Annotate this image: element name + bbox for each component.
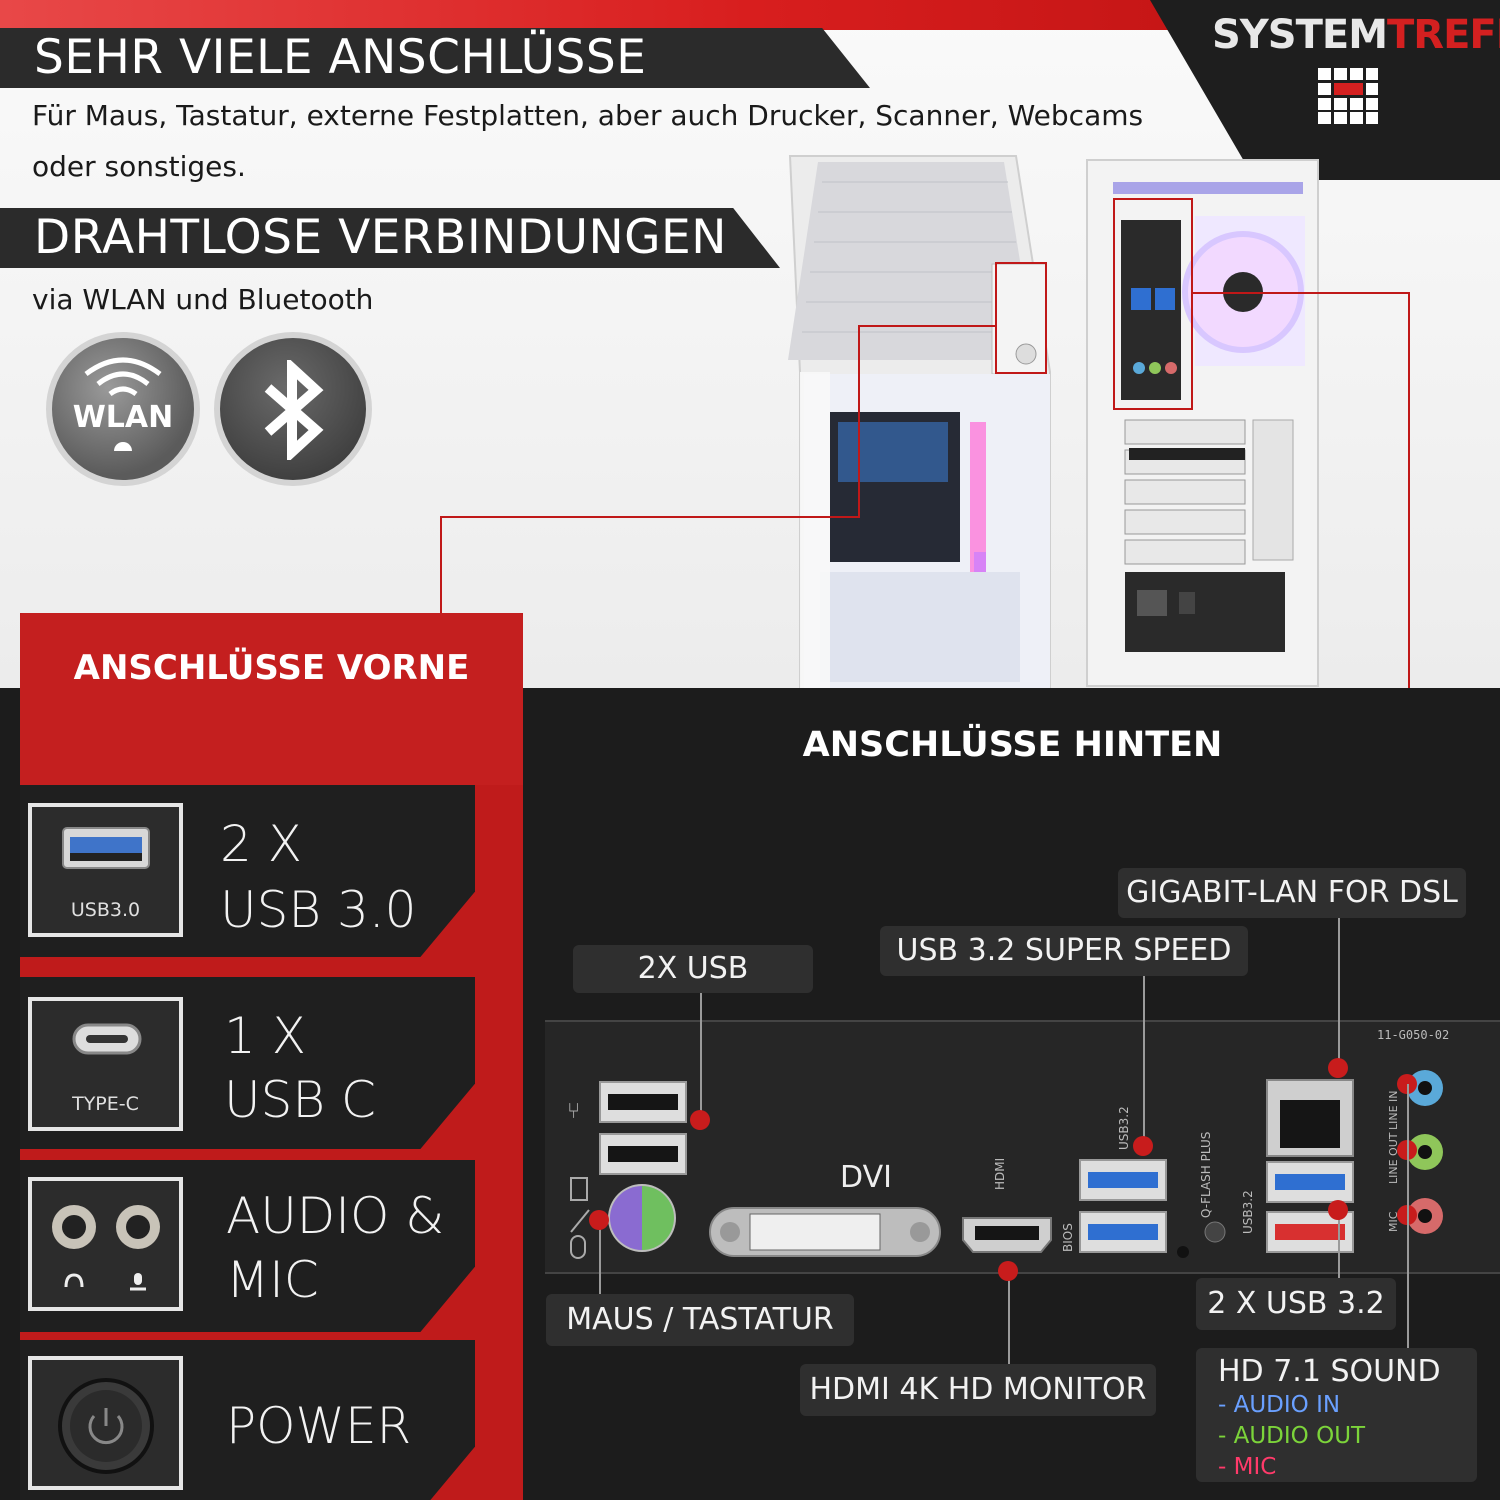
- usb-port-icon: [62, 827, 150, 869]
- pc-case-back-image: [1086, 159, 1319, 687]
- callout-line-front-a: [858, 325, 995, 327]
- panel-label-part-number: 11-G050-02: [1377, 1028, 1450, 1042]
- panel-label-hdmi: HDMI: [993, 1157, 1007, 1190]
- sound-audio-out: - AUDIO OUT: [1218, 1423, 1366, 1449]
- front-ports-highlight: [995, 262, 1047, 374]
- description-anschluesse: Für Maus, Tastatur, externe Festplatten,…: [32, 99, 1144, 183]
- panel-label-usb32-b: USB3.2: [1241, 1190, 1255, 1234]
- wlan-badge: WLAN: [46, 332, 200, 486]
- power-button-icon: [58, 1378, 154, 1474]
- front-ports-title: ANSCHLÜSSE VORNE: [73, 648, 470, 688]
- sound-audio-in: - AUDIO IN: [1218, 1392, 1341, 1418]
- callout-dot-hdmi: [998, 1261, 1018, 1281]
- wifi-icon: [84, 357, 162, 397]
- panel-label-line-in: LINE IN: [1387, 1090, 1400, 1130]
- front-port-icon-box: [28, 1356, 183, 1490]
- bluetooth-badge: [214, 332, 372, 486]
- front-port-icon-box: TYPE-C: [28, 997, 183, 1131]
- front-port-count: 1 X: [224, 1007, 306, 1065]
- sound-box: HD 7.1 SOUND - AUDIO IN - AUDIO OUT - MI…: [1196, 1348, 1477, 1482]
- banner-drahtlos: DRAHTLOSE VERBINDUNGEN: [0, 208, 780, 268]
- callout-line-front-b: [858, 325, 860, 517]
- tag-2x-usb: 2X USB: [573, 945, 813, 993]
- banner-anschluesse: SEHR VIELE ANSCHLÜSSE: [0, 28, 870, 88]
- audio-jacks-icon: [52, 1205, 160, 1291]
- bluetooth-icon: [264, 360, 324, 460]
- tag-maus-tastatur: MAUS / TASTATUR: [546, 1294, 854, 1346]
- front-port-icon-label: USB3.0: [70, 899, 141, 921]
- front-ports-header: [20, 613, 523, 785]
- front-port-name: POWER: [226, 1397, 412, 1455]
- callout-dot-usb32-two: [1328, 1200, 1348, 1220]
- description-drahtlos: via WLAN und Bluetooth: [32, 283, 374, 316]
- front-port-icon-box: [28, 1177, 183, 1311]
- callout-dot-usb32: [1133, 1136, 1153, 1156]
- brand-logo: SYSTEMTREFF: [1212, 12, 1500, 58]
- callout-line-usb32-two: [1338, 1216, 1340, 1278]
- pc-case-front-image: [788, 155, 1051, 688]
- panel-label-bios: BIOS: [1061, 1223, 1075, 1252]
- front-port-name-second-line: MIC: [226, 1251, 319, 1309]
- callout-line-hdmi: [1008, 1270, 1010, 1365]
- callout-line-front-d: [440, 516, 442, 614]
- rear-io-panel: ⑂ DVI HDMI USB3.2 BIOS Q-FLASH PLUS USB3…: [545, 1020, 1500, 1274]
- front-port-icon-box: USB3.0: [28, 803, 183, 937]
- svg-text:⑂: ⑂: [567, 1099, 580, 1124]
- front-port-name: AUDIO &: [226, 1187, 445, 1245]
- callout-dot-usb2: [690, 1110, 710, 1130]
- back-io-highlight: [1113, 198, 1193, 410]
- tag-hdmi-monitor: HDMI 4K HD MONITOR: [800, 1364, 1156, 1416]
- front-port-count: 2 X: [220, 815, 302, 873]
- wlan-label: WLAN: [72, 400, 174, 435]
- callout-line-sound: [1407, 1084, 1409, 1350]
- panel-label-usb32-a: USB3.2: [1117, 1106, 1131, 1150]
- front-port-name: USB 3.0: [220, 881, 417, 939]
- tag-gigabit-lan: GIGABIT-LAN FOR DSL: [1118, 868, 1466, 918]
- tag-usb32-super-speed: USB 3.2 SUPER SPEED: [880, 926, 1248, 976]
- logo-part-treff: TREFF: [1387, 12, 1500, 58]
- tag-2x-usb32: 2 X USB 3.2: [1196, 1278, 1396, 1330]
- rear-io-drawing: ⑂: [567, 1070, 1443, 1259]
- front-port-name: USB C: [224, 1071, 376, 1129]
- sound-title: HD 7.1 SOUND: [1218, 1354, 1441, 1389]
- logo-part-system: SYSTEM: [1212, 12, 1388, 58]
- callout-dot-maus: [589, 1210, 609, 1230]
- wlan-dot: [114, 442, 132, 451]
- front-port-icon-label: TYPE-C: [72, 1093, 139, 1115]
- usb-c-port-icon: [72, 1023, 142, 1055]
- callout-line-front-c: [440, 516, 860, 518]
- callout-line-usb2: [700, 993, 702, 1120]
- callout-dot-lan: [1328, 1058, 1348, 1078]
- sound-mic: - MIC: [1218, 1454, 1277, 1480]
- callout-line-usb32: [1143, 976, 1145, 1144]
- panel-label-qflash: Q-FLASH PLUS: [1199, 1131, 1213, 1218]
- back-ports-title: ANSCHLÜSSE HINTEN: [802, 725, 1223, 765]
- callout-line-back-a: [1193, 292, 1409, 294]
- callout-line-maus: [599, 1220, 601, 1295]
- logo-grid-icon: [1318, 68, 1378, 124]
- callout-line-lan: [1338, 918, 1340, 1068]
- panel-label-line-out: LINE OUT: [1387, 1132, 1400, 1184]
- panel-label-dvi: DVI: [840, 1160, 892, 1195]
